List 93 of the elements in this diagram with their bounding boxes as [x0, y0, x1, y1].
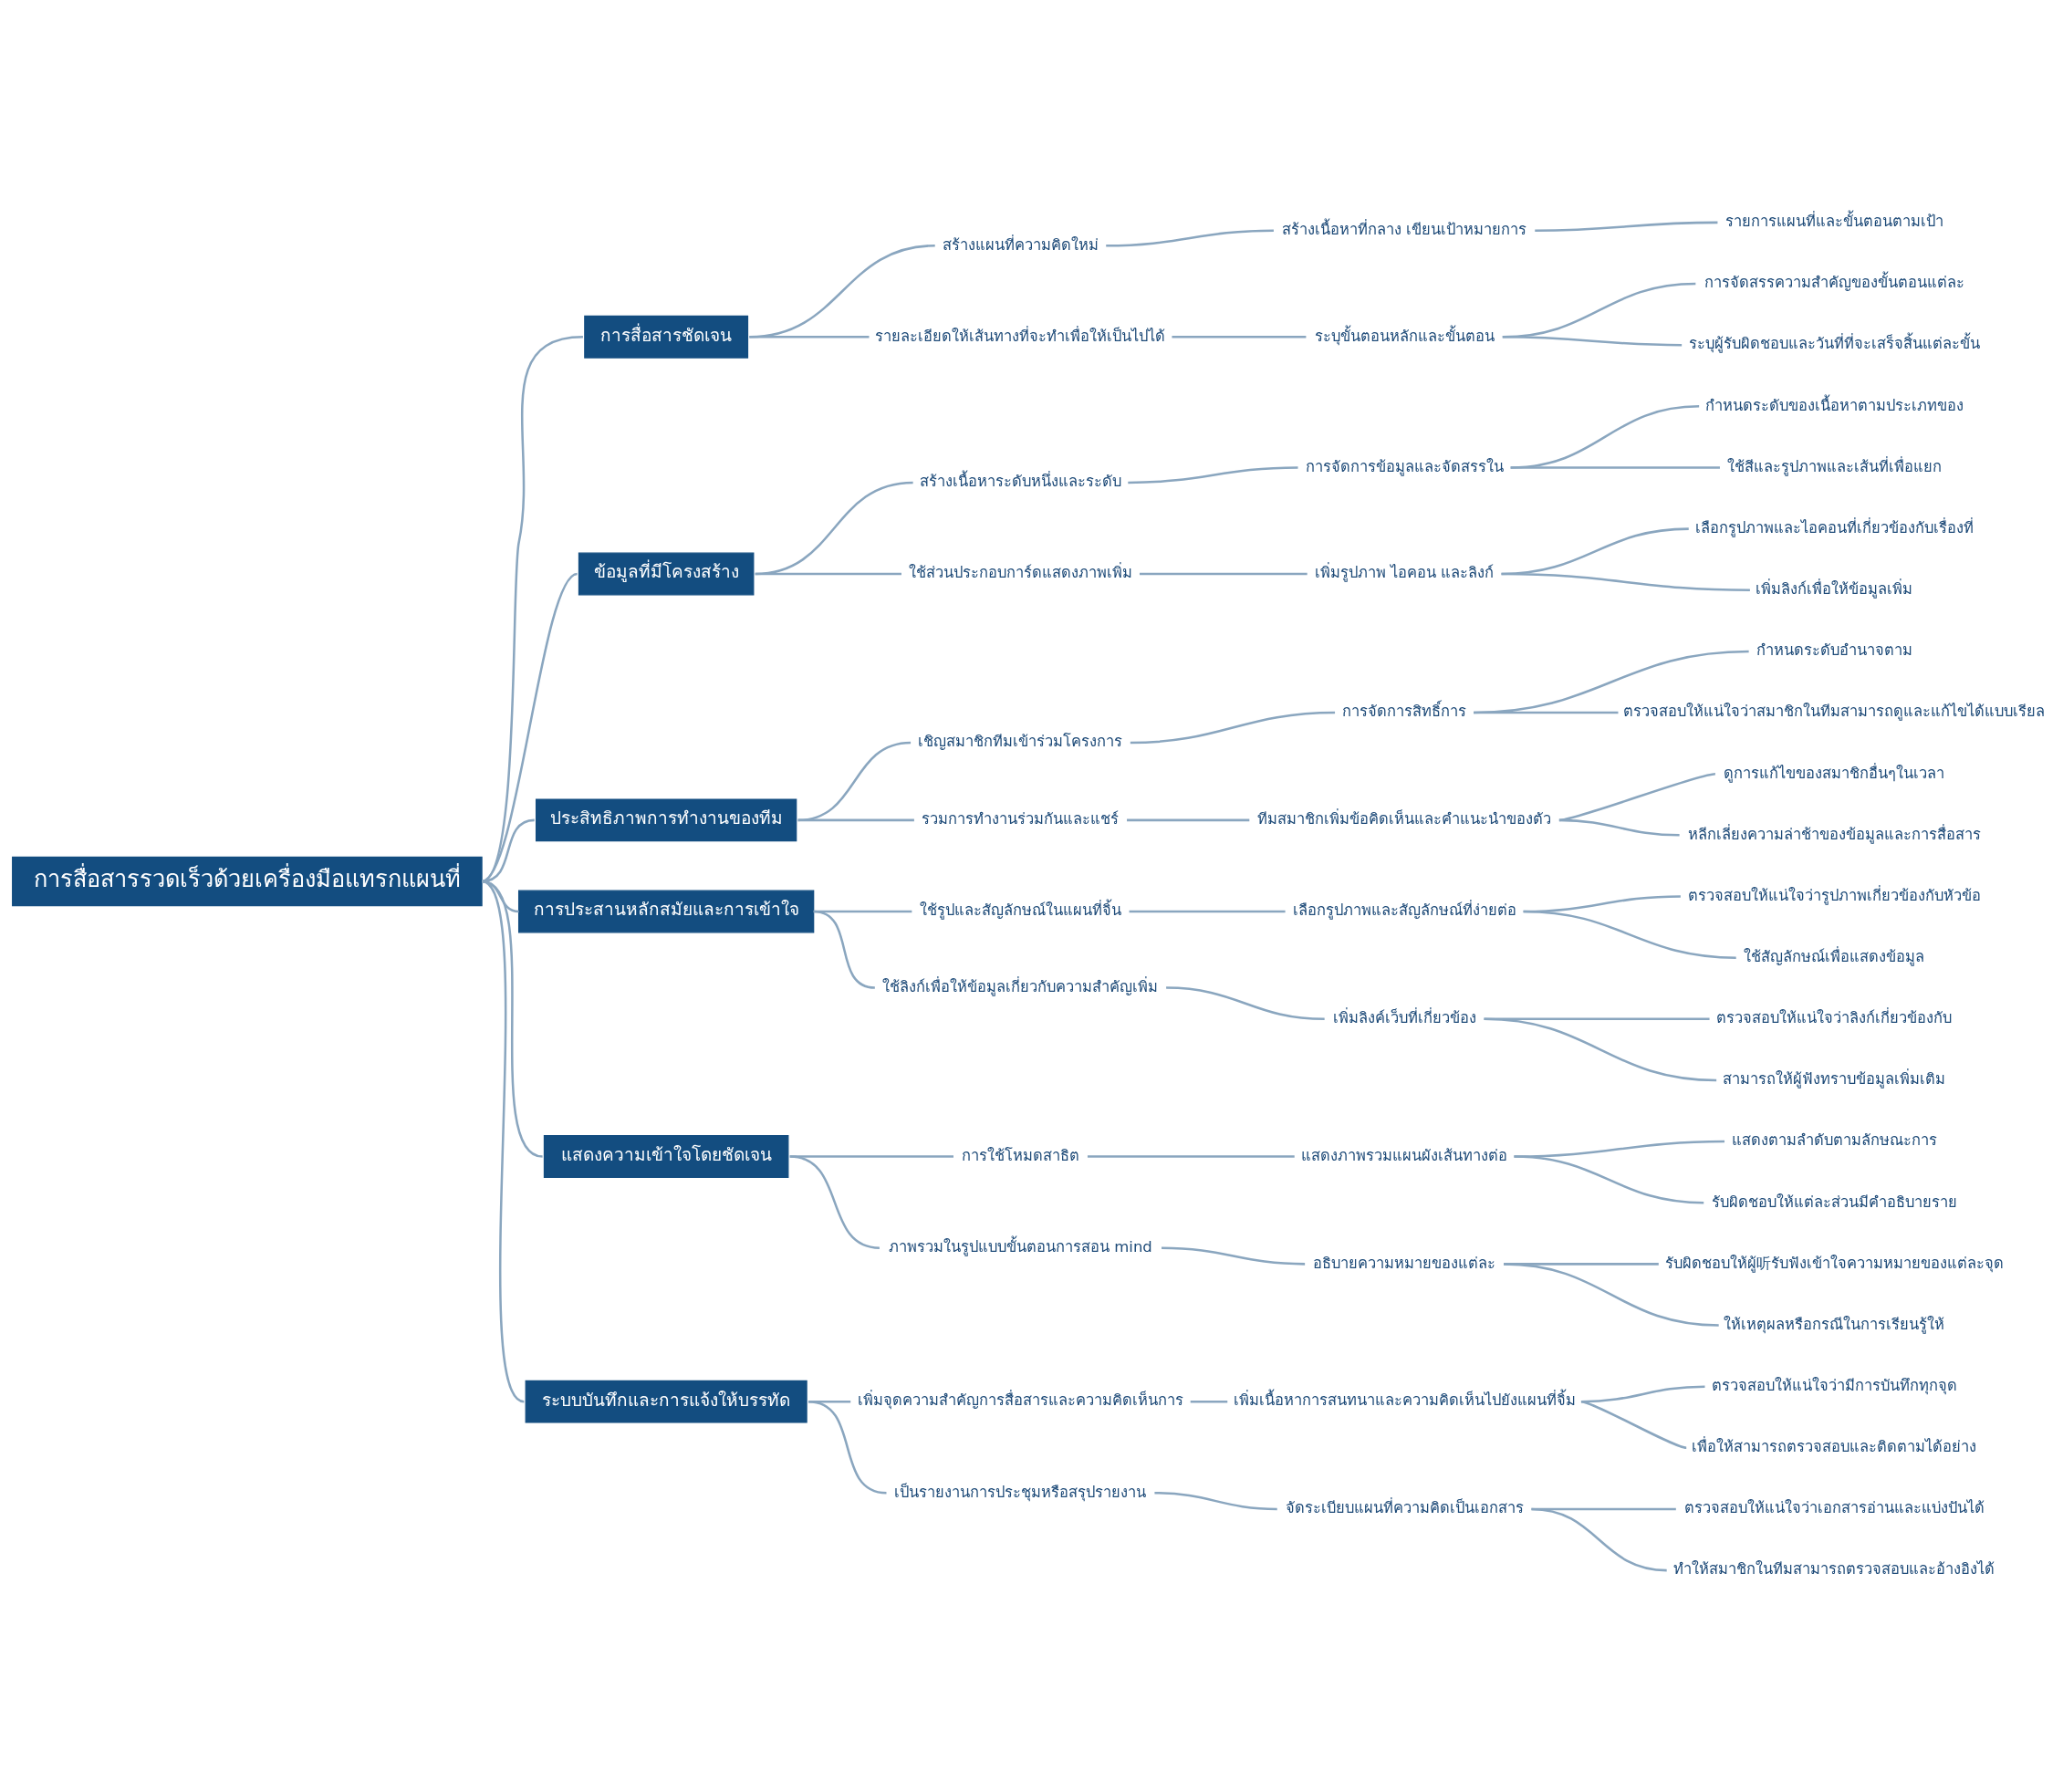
node-text: ใช้ลิงก์เพื่อให้ข้อมูลเกี่ยวกับความสำคัญเพิ่ม — [882, 977, 1159, 995]
connector — [1580, 1400, 1687, 1449]
connector — [1502, 335, 1683, 346]
node-text: ใช้ส่วนประกอบการ์ดแสดงภาพเพิ่ม — [908, 563, 1132, 581]
connector — [1130, 711, 1336, 744]
connector — [749, 244, 935, 339]
connector — [481, 572, 578, 882]
node-text: ตรวจสอบให้แน่ใจว่าสมาชิกในทีมสามารถดูและแก้ไขได้แบบเรียล — [1623, 702, 2046, 720]
node-text: ระบุผู้รับผิดชอบและวันที่ที่จะเสร็จสิ้นแต่ละขั้น — [1688, 334, 1980, 352]
node-text: เพื่อให้สามารถตรวจสอบและติดตามได้อย่าง — [1692, 1437, 1977, 1455]
node-text: เลือกรูปภาพและสัญลักษณ์ที่ง่ายต่อ — [1292, 901, 1516, 919]
node-text: ดูการแก้ไขของสมาชิกอื่นๆในเวลา — [1724, 764, 1945, 782]
node-text: การจัดสรรความสำคัญของขั้นตอนแต่ละ — [1704, 273, 1964, 291]
node-text: ทำให้สมาชิกในทีมสามารถตรวจสอบและอ้างอิงได้ — [1673, 1559, 1995, 1578]
node-text: ใช้รูปและสัญลักษณ์ในแผนที่จิ้น — [919, 901, 1121, 919]
node-text: แสดงตามลำดับตามลักษณะการ — [1731, 1130, 1937, 1149]
node-text: เป็นรายงานการประชุมหรือสรุปรายงาน — [894, 1483, 1147, 1501]
node-text: หลีกเลี่ยงความล่าช้าของข้อมูลและการสื่อสาร — [1687, 825, 1981, 843]
connector — [797, 818, 914, 821]
connector — [1127, 818, 1250, 821]
node-text: รับผิดชอบให้ผู้听รับฟังเข้าใจความหมายของแต่ละจุด — [1664, 1254, 2004, 1272]
node-text: จัดระเบียบแผนที่ความคิดเป็นเอกสาร — [1285, 1498, 1524, 1516]
node-box: การสื่อสารรวดเร็วด้วยเครื่องมือแทรกแผนที่ — [12, 856, 483, 906]
connector — [755, 481, 913, 575]
node-text: ระบุขั้นตอนหลักและขั้นตอน — [1314, 327, 1495, 345]
connector — [481, 880, 526, 1402]
node-box: การประสานหลักสมัยและการเข้าใจ — [517, 890, 815, 932]
connector — [1190, 1400, 1228, 1402]
node-text: เพิ่มลิงค์เว็บที่เกี่ยวข้อง — [1332, 1008, 1476, 1026]
node-text: เพิ่มลิงก์เพื่อให้ข้อมูลเพิ่ม — [1756, 579, 1913, 598]
node-box: การสื่อสารชัดเจน — [584, 315, 749, 359]
connector — [797, 741, 912, 821]
node-text: ตรวจสอบให้แน่ใจว่ามีการบันทึกทุกจุด — [1711, 1376, 1957, 1394]
node-text: ใช้สีและรูปภาพและเส้นที่เพื่อแยก — [1726, 457, 1942, 475]
connector — [1129, 910, 1286, 912]
node-text: ทีมสมาชิกเพิ่มข้อคิดเห็นและคำแนะนำของตัว — [1257, 809, 1552, 828]
connector — [1172, 335, 1307, 339]
node-text: ภาพรวมในรูปแบบขั้นตอนการสอน mind — [889, 1237, 1152, 1255]
node-text: แสดงภาพรวมแผนผังเส้นทางต่อ — [1301, 1146, 1508, 1164]
connector — [1558, 818, 1680, 837]
connector — [1154, 1491, 1277, 1510]
node-text: รายการแผนที่และขั้นตอนตามเป้า — [1724, 212, 1943, 230]
node-text: เชิญสมาชิกทีมเข้าร่วมโครงการ — [918, 732, 1123, 750]
connector — [1514, 1154, 1704, 1203]
node-text: กำหนดระดับของเนื้อหาตามประเภทของ — [1704, 396, 1964, 414]
connector — [807, 1400, 887, 1494]
connector — [1523, 910, 1736, 959]
node-text: เพิ่มเนื้อหาการสนทนาและความคิดเห็นไปยังแผนที่จิ้ม — [1233, 1391, 1576, 1409]
connector — [755, 572, 901, 575]
connector — [1504, 1262, 1719, 1327]
node-box: ระบบบันทึกและการแจ้งให้บรรทัด — [525, 1380, 807, 1423]
connector — [1531, 1507, 1667, 1571]
node-text: รายละเอียดให้เส้นทางที่จะทำเพื่อให้เป็นไปได้ — [875, 327, 1166, 345]
node-text: อธิบายความหมายของแต่ละ — [1313, 1254, 1496, 1272]
node-text: รับผิดชอบให้แต่ละส่วนมีคำอธิบายราย — [1711, 1193, 1957, 1211]
node-text: ใช้สัญลักษณ์เพื่อแสดงข้อมูล — [1744, 947, 1925, 965]
node-text: สร้างแผนที่ความคิดใหม่ — [942, 235, 1099, 254]
node-text: ตรวจสอบให้แน่ใจว่ารูปภาพเกี่ยวข้องกับหัวข้อ — [1687, 886, 1981, 904]
node-text: การจัดการสิทธิ์การ — [1342, 702, 1467, 720]
connector — [1474, 650, 1749, 714]
connector — [1166, 985, 1325, 1020]
connector — [1484, 1017, 1717, 1081]
node-text: เพิ่มรูปภาพ ไอคอน และลิงก์ — [1314, 563, 1495, 581]
connector — [749, 335, 870, 339]
node-text: สามารถให้ผู้ฟังทราบข้อมูลเพิ่มเติม — [1723, 1069, 1946, 1088]
connector — [1106, 228, 1274, 246]
connector — [1558, 772, 1716, 821]
connector — [1510, 465, 1720, 469]
node-text: รวมการทำงานร่วมกันและแชร์ — [922, 809, 1120, 828]
node-text: เลือกรูปภาพและไอคอนที่เกี่ยวข้องกับเรื่องที่ — [1694, 518, 1974, 537]
connector — [1501, 572, 1750, 591]
node-box: ประสิทธิภาพการทำงานของทีม — [536, 797, 797, 841]
node-text: การจัดการข้อมูลและจัดสรรใน — [1305, 457, 1504, 475]
node-text: การใช้โหมดสาธิต — [961, 1146, 1079, 1164]
connector — [1474, 711, 1619, 714]
node-text: เพิ่มจุดความสำคัญการสื่อสารและความคิดเห็นการ — [857, 1391, 1183, 1409]
connector — [481, 335, 584, 882]
connector — [481, 818, 535, 882]
node-text: กำหนดระดับอำนาจตาม — [1756, 641, 1912, 659]
connector — [1162, 1245, 1306, 1266]
connector — [1128, 465, 1298, 484]
connector — [813, 910, 876, 989]
node-box: แสดงความเข้าใจโดยชัดเจน — [543, 1134, 789, 1178]
node-text: ตรวจสอบให้แน่ใจว่าลิงก์เกี่ยวข้องกับ — [1716, 1008, 1953, 1026]
connector — [789, 1154, 880, 1249]
connector — [1535, 221, 1718, 232]
connector — [1087, 1154, 1295, 1158]
node-text: ตรวจสอบให้แน่ใจว่าเอกสารอ่านและแบ่งปันได้ — [1683, 1498, 1985, 1516]
node-text: สร้างเนื้อหาที่กลาง เขียนเป้าหมายการ — [1281, 220, 1527, 238]
node-text: สร้างเนื้อหาระดับหนึ่งและระดับ — [919, 472, 1121, 490]
node-text: ให้เหตุผลหรือกรณีในการเรียนรู้ให้ — [1724, 1315, 1945, 1333]
connector — [1139, 572, 1308, 575]
node-box: ข้อมูลที่มีโครงสร้าง — [578, 552, 755, 595]
